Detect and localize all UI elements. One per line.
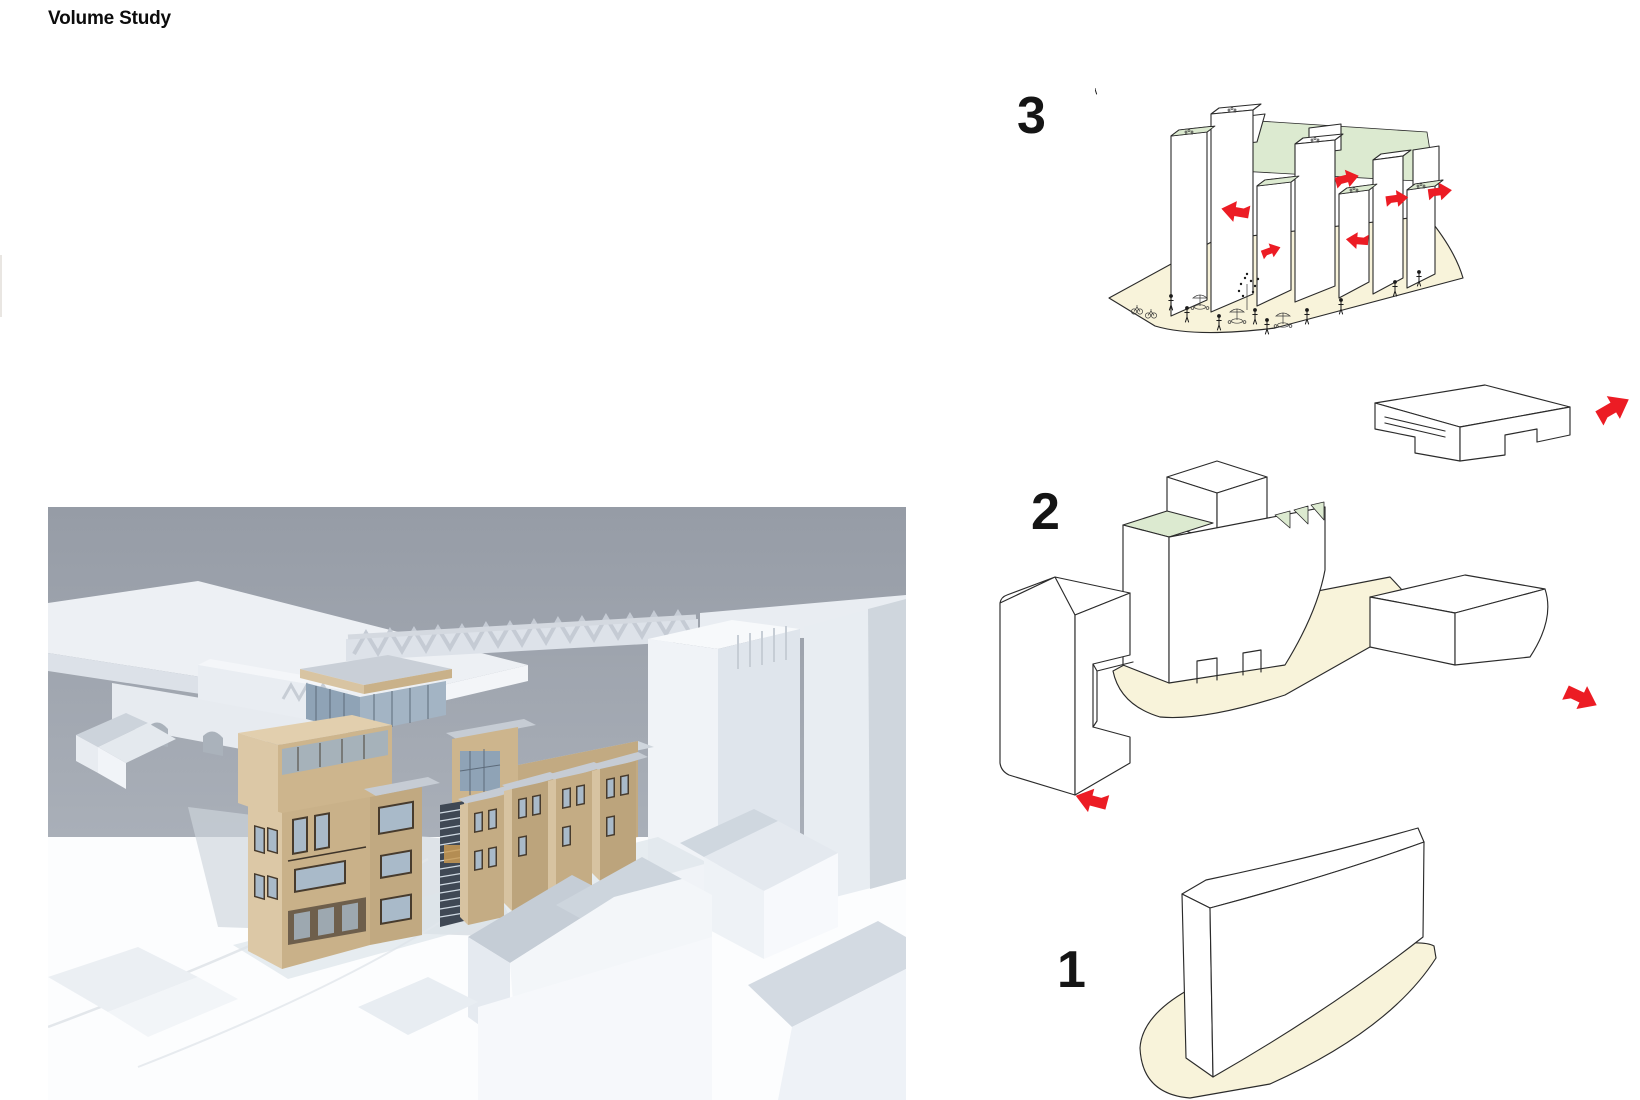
page-edge-artifact bbox=[0, 255, 2, 317]
brick-tower-row bbox=[458, 752, 648, 925]
green-roof-caps bbox=[1170, 125, 1444, 195]
diagram-step-2 bbox=[945, 365, 1640, 825]
step-2-label: 2 bbox=[1031, 483, 1060, 541]
step-3-label: 3 bbox=[1017, 87, 1046, 145]
street-life-figures bbox=[1095, 88, 1422, 335]
site-volume bbox=[1181, 827, 1425, 1078]
foreground-houses bbox=[358, 809, 906, 1100]
page-title: Volume Study bbox=[48, 8, 171, 29]
pulled-block-bottom bbox=[1369, 574, 1549, 666]
diagram-step-3 bbox=[1095, 88, 1470, 338]
pulled-block-top bbox=[1374, 384, 1571, 462]
render-canvas bbox=[48, 507, 906, 1100]
tree-icon bbox=[1237, 272, 1260, 310]
proposed-brick-building bbox=[233, 655, 708, 979]
site-context-render bbox=[48, 507, 906, 1100]
diagram-step-1 bbox=[1090, 790, 1570, 1100]
central-mass bbox=[1122, 460, 1326, 684]
step-1-label: 1 bbox=[1057, 941, 1086, 999]
c-shaped-block bbox=[999, 576, 1134, 796]
